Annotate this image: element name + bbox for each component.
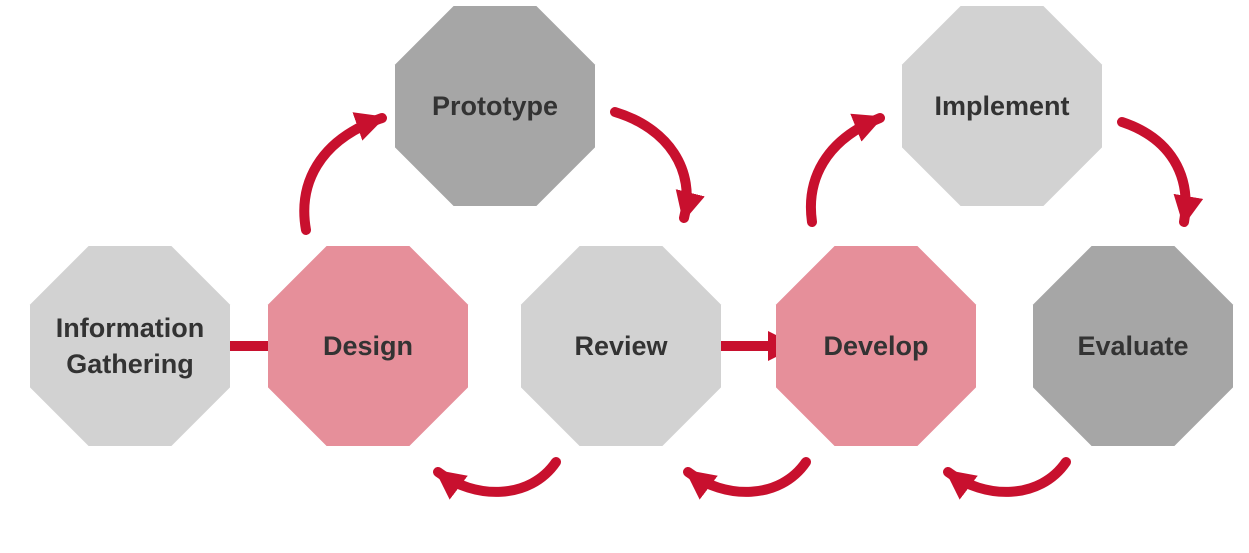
nodes-layer	[30, 6, 1233, 446]
node-implement	[902, 6, 1102, 206]
arrows-layer	[217, 107, 1204, 500]
arrow-develop-to-implement	[806, 113, 885, 227]
node-review	[521, 246, 721, 446]
arrow-implement-to-evaluate	[1117, 117, 1204, 227]
node-prototype	[395, 6, 595, 206]
node-evaluate	[1033, 246, 1233, 446]
arrow-design-to-prototype	[299, 112, 387, 235]
node-information-gathering	[30, 246, 230, 446]
arrow-prototype-to-review	[610, 107, 705, 223]
arrow-evaluate-to-develop	[943, 457, 1071, 500]
node-develop	[776, 246, 976, 446]
node-design	[268, 246, 468, 446]
arrow-review-to-design	[433, 457, 561, 500]
arrow-develop-to-review	[683, 457, 811, 500]
